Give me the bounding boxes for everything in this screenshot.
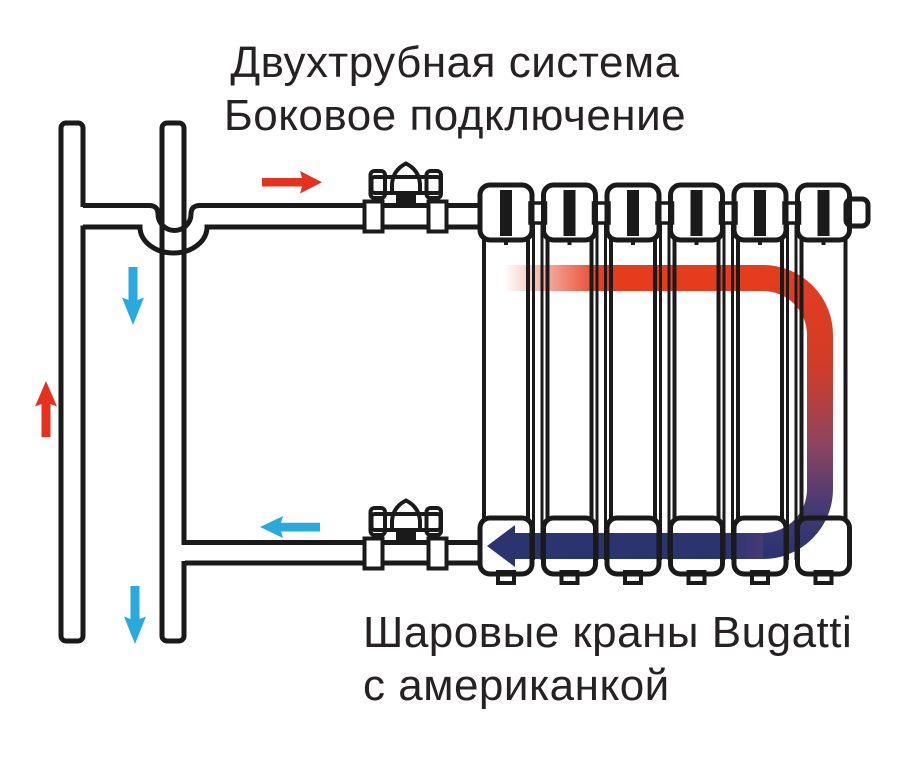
return-riser-pipe bbox=[159, 120, 187, 644]
section-gap-lines bbox=[532, 223, 544, 560]
title-line-1: Двухтрубная система bbox=[230, 38, 680, 87]
radiator-feet bbox=[496, 570, 834, 585]
radiator bbox=[477, 182, 871, 585]
supply-ball-valve bbox=[362, 161, 449, 234]
radiator-end-cap bbox=[843, 196, 871, 229]
section-foot bbox=[496, 570, 516, 585]
section-head-stripe bbox=[563, 190, 576, 236]
section-gap-lines bbox=[659, 223, 671, 560]
return-down-arrow-bottom-icon bbox=[124, 586, 146, 644]
supply-right-arrow-icon bbox=[262, 171, 322, 194]
diagram-title: Двухтрубная система Боковое подключение bbox=[0, 36, 910, 142]
tee-junction-gap bbox=[180, 545, 188, 561]
title-line-2: Боковое подключение bbox=[223, 91, 687, 140]
diagram-caption: Шаровые краны Bugatti с американкой bbox=[363, 606, 852, 712]
return-down-arrow-top-icon bbox=[122, 267, 144, 325]
supply-up-arrow-icon bbox=[35, 381, 57, 437]
supply-pipe-bottom-line-with-bridge bbox=[83, 224, 482, 256]
section-gap-lines bbox=[786, 223, 798, 560]
section-head-stripe bbox=[690, 190, 703, 236]
section-body bbox=[609, 238, 657, 521]
section-gap-lines bbox=[595, 223, 607, 560]
radiator-section-gaps bbox=[532, 223, 798, 560]
flow-band-curve-segment bbox=[762, 265, 833, 559]
section-foot bbox=[750, 570, 770, 585]
section-head-stripe bbox=[817, 190, 830, 236]
valves bbox=[362, 161, 449, 571]
return-left-arrow-icon bbox=[260, 516, 320, 538]
section-foot bbox=[623, 570, 643, 585]
supply-pipe-top-line bbox=[83, 203, 482, 233]
flow-arrows bbox=[35, 171, 322, 644]
radiator-top-heads bbox=[477, 182, 852, 245]
caption-line-1: Шаровые краны Bugatti bbox=[363, 608, 853, 657]
section-head-stripe bbox=[754, 190, 766, 236]
radiator-section-bodies bbox=[482, 238, 848, 521]
caption-line-2: с американкой bbox=[363, 661, 670, 710]
section-gap-lines bbox=[722, 223, 734, 560]
piping bbox=[58, 120, 482, 644]
section-body bbox=[545, 238, 594, 521]
section-foot bbox=[559, 570, 580, 585]
section-head-stripe bbox=[500, 190, 512, 236]
section-foot bbox=[813, 570, 834, 585]
section-head-stripe bbox=[627, 190, 639, 236]
supply-riser-pipe bbox=[58, 120, 86, 644]
section-foot bbox=[686, 570, 707, 585]
tee-junction-gap bbox=[79, 207, 87, 226]
section-body bbox=[482, 238, 530, 521]
flow-arrowhead bbox=[487, 525, 515, 567]
section-body bbox=[736, 238, 784, 521]
section-body bbox=[672, 238, 721, 521]
section-body bbox=[799, 238, 848, 521]
return-ball-valve bbox=[362, 498, 449, 571]
section-neck-notch bbox=[504, 240, 826, 245]
